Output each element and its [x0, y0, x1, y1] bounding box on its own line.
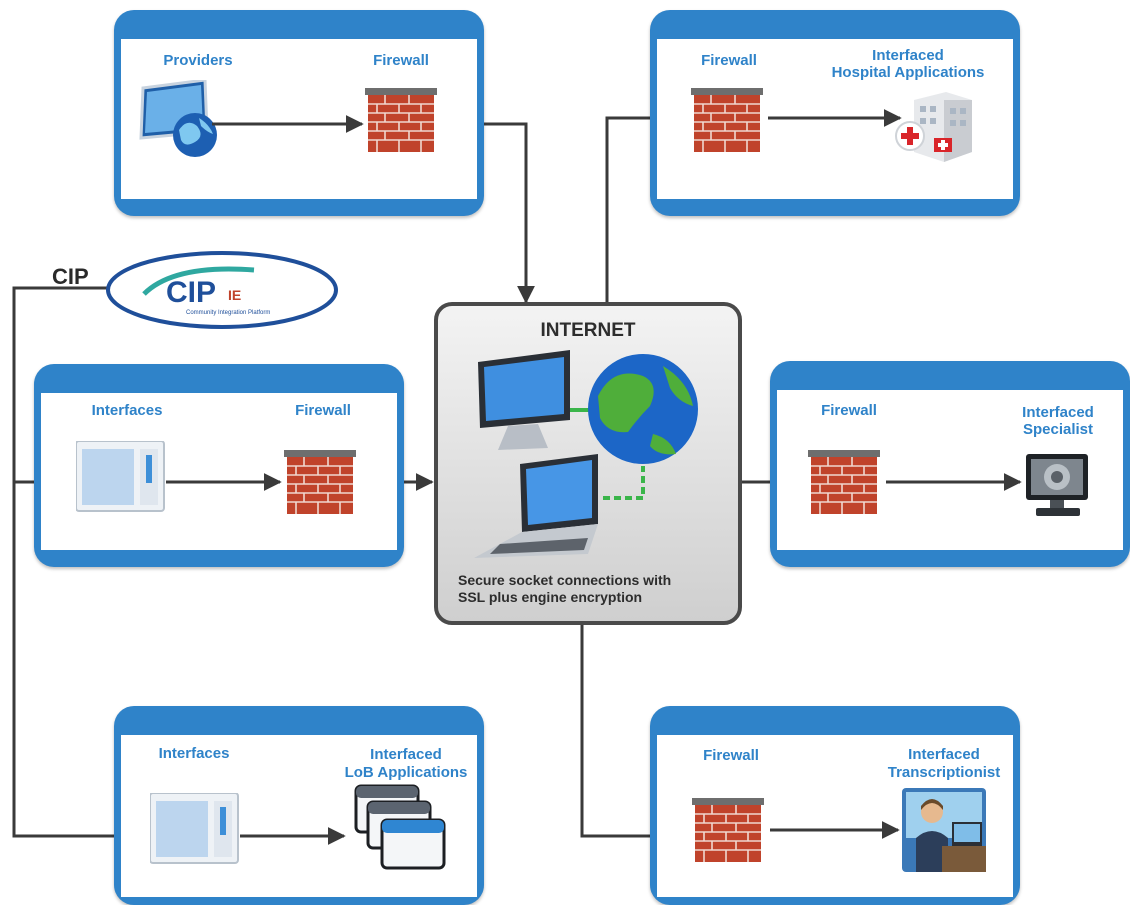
- specialist-firewall-icon: [808, 450, 880, 514]
- laptop-icon: [474, 454, 598, 558]
- lob-window-app-icon: [150, 793, 239, 864]
- interfaces-firewall-icon: [284, 450, 356, 514]
- specialist-screen-icon: [1026, 454, 1088, 516]
- providers-label: Providers: [163, 52, 233, 69]
- cip-label: CIP: [52, 264, 89, 289]
- providers-firewall-label: Firewall: [373, 52, 429, 69]
- lob-interfaces-label: Interfaces: [158, 745, 230, 762]
- internet-caption-line1: Secure socket connections with: [458, 572, 672, 588]
- hospital-app-label-line1: Interfaced: [872, 47, 944, 64]
- firewall-icon: [365, 88, 437, 152]
- stacked-windows-icon: [354, 784, 446, 870]
- specialist-firewall-label: Firewall: [821, 402, 877, 419]
- cip-logo-suffix: IE: [228, 287, 241, 303]
- cip-logo-text: CIP: [166, 276, 216, 309]
- hospital-icon: [895, 92, 972, 162]
- internet-devices: [474, 350, 698, 558]
- hospital-firewall-label: Firewall: [701, 52, 757, 69]
- internet-box: INTERNET Secure socket c: [434, 302, 742, 625]
- internet-caption: Secure socket connections with SSL plus …: [458, 572, 728, 606]
- internet-caption-line2: SSL plus engine encryption: [458, 589, 643, 605]
- transcriptionist-firewall-label: Firewall: [703, 747, 759, 764]
- lob-label-line1: Interfaced: [370, 746, 442, 763]
- interfaces-firewall-label: Firewall: [295, 402, 351, 419]
- specialist-label-line2: Specialist: [1022, 421, 1094, 438]
- internet-title: INTERNET: [540, 320, 636, 341]
- hospital-app-label-line2: Hospital Applications: [831, 64, 985, 81]
- specialist-label-line1: Interfaced: [1022, 404, 1094, 421]
- window-app-icon: [76, 441, 165, 512]
- cip-logo-tagline: Community Integration Platform: [186, 310, 270, 316]
- cip-logo: CIP IE Community Integration Platform: [106, 251, 338, 329]
- interfaces-label: Interfaces: [91, 402, 163, 419]
- transcriptionist-icon: [902, 788, 986, 872]
- transcriptionist-label-line1: Interfaced: [908, 746, 980, 763]
- wire-cip-trunk: [12, 286, 152, 845]
- hospital-firewall-icon: [691, 88, 763, 152]
- transcriptionist-firewall-icon: [692, 798, 764, 862]
- monitor-globe-icon: [139, 80, 217, 157]
- lob-label-line2: LoB Applications: [344, 764, 468, 781]
- transcriptionist-label-line2: Transcriptionist: [887, 764, 1001, 781]
- desktop-computer-icon: [478, 350, 570, 450]
- globe-icon: [588, 354, 698, 464]
